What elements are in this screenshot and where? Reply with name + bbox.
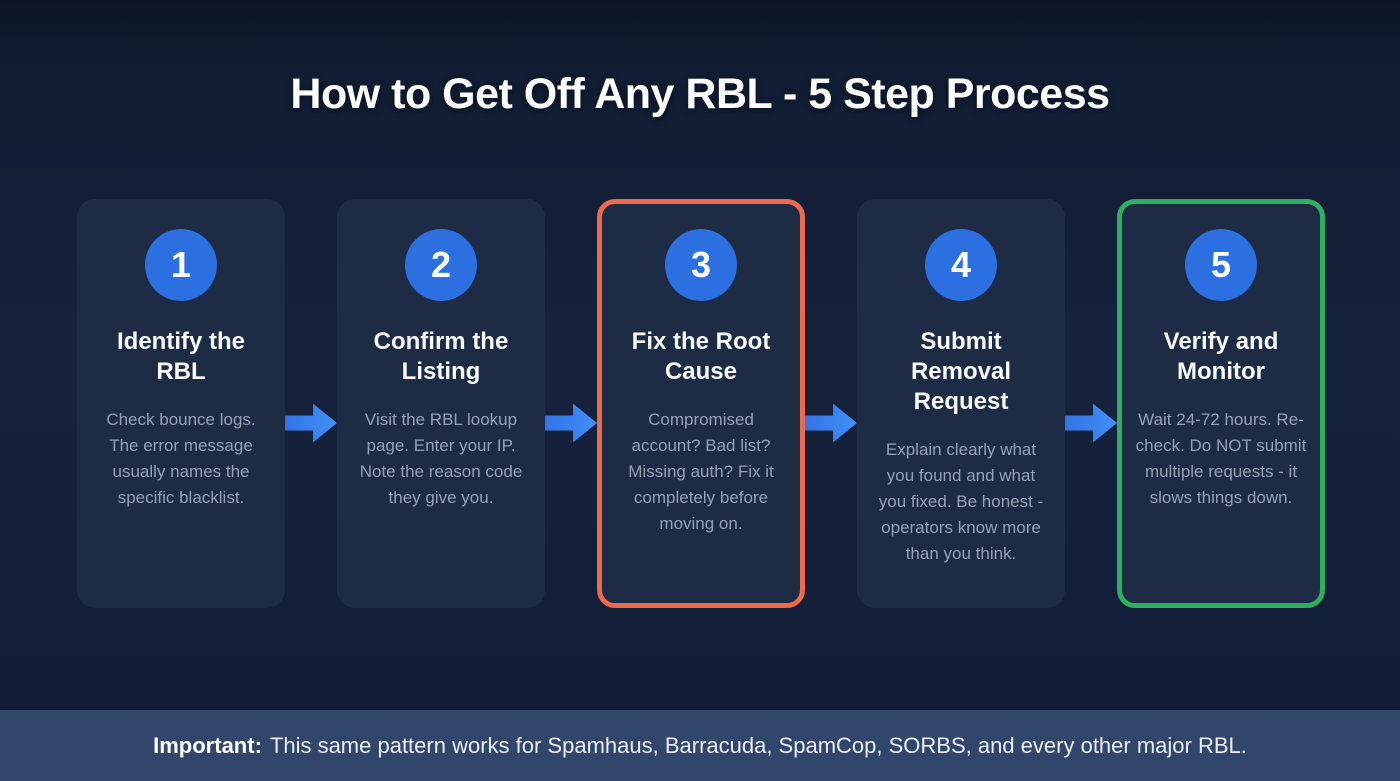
step-1-number-badge: 1 [145,229,217,301]
connector-gap [1065,199,1117,608]
step-card-2: 2 Confirm the Listing Visit the RBL look… [337,199,545,608]
step-number: 3 [690,244,712,285]
step-5-title: Verify and Monitor [1163,328,1279,385]
connector-gap [805,199,857,608]
step-4-description: Explain clearly what you found and what … [878,440,1044,563]
page-title: How to Get Off Any RBL - 5 Step Process [290,70,1110,118]
step-3-description: Compromised account? Bad list? Missing a… [628,410,774,533]
step-number: 1 [170,244,192,285]
connector-gap [545,199,597,608]
connector-gap [285,199,337,608]
steps-row: 1 Identify the RBL Check bounce logs. Th… [77,199,1325,608]
step-1-title: Identify the RBL [116,328,245,385]
step-number: 2 [430,244,452,285]
step-2-number-badge: 2 [405,229,477,301]
step-1-description: Check bounce logs. The error message usu… [106,410,256,507]
step-2-title: Confirm the Listing [373,328,509,385]
arrow-right-icon [1065,403,1117,443]
arrow-right-icon [805,403,857,443]
footer-note-bar: Important: This same pattern works for S… [0,710,1400,781]
step-number: 4 [950,244,972,285]
step-5-description: Wait 24-72 hours. Re-check. Do NOT submi… [1135,410,1307,507]
step-2-description: Visit the RBL lookup page. Enter your IP… [359,410,523,507]
step-3-title: Fix the Root Cause [631,328,771,385]
step-card-4: 4 Submit Removal Request Explain clearly… [857,199,1065,608]
step-4-title: Submit Removal Request [910,328,1012,415]
step-card-5-highlighted: 5 Verify and Monitor Wait 24-72 hours. R… [1117,199,1325,608]
step-4-number-badge: 4 [925,229,997,301]
step-card-1: 1 Identify the RBL Check bounce logs. Th… [77,199,285,608]
step-card-3-highlighted: 3 Fix the Root Cause Compromised account… [597,199,805,608]
arrow-right-icon [545,403,597,443]
step-5-number-badge: 5 [1185,229,1257,301]
step-number: 5 [1210,244,1232,285]
footer-note-text: This same pattern works for Spamhaus, Ba… [269,732,1247,758]
arrow-right-icon [285,403,337,443]
step-3-number-badge: 3 [665,229,737,301]
footer-important-label: Important: [153,732,262,758]
